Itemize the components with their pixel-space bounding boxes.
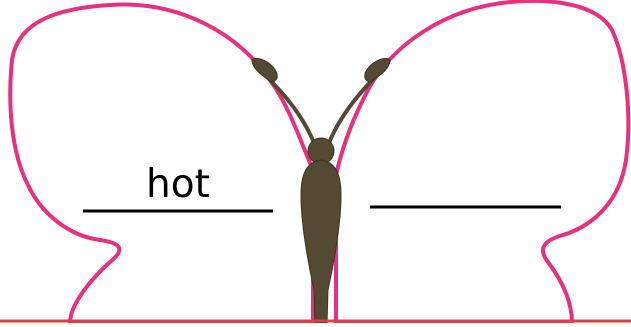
left-wing-word: hot bbox=[146, 165, 210, 204]
right-wing bbox=[336, 1, 628, 323]
